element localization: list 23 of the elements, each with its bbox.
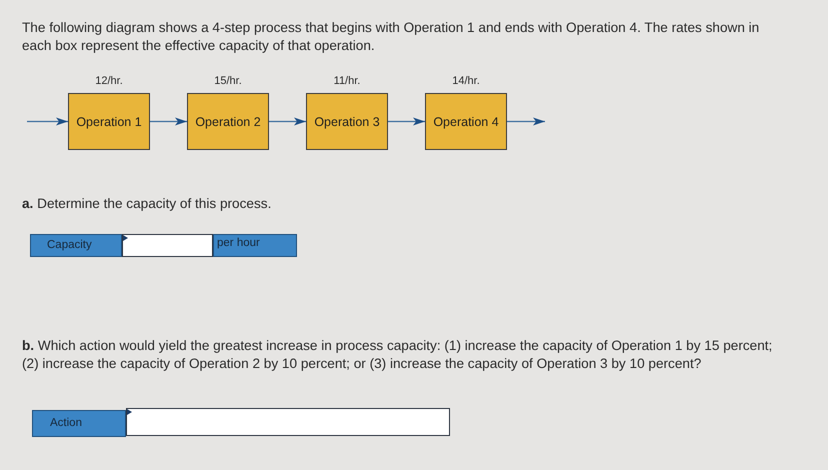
unit-label: per hour [213,234,297,257]
intro-text: The following diagram shows a 4-step process that begins with Operation 1 and ends with Operation 4. The rates shown in each box represent the effective capacity of that operation. [22,19,760,55]
arrow [269,118,306,126]
process-box [187,93,269,150]
process-box [425,93,507,150]
process-box [68,93,150,150]
arrow [27,118,68,126]
operation-label: Operation 2 [195,114,261,128]
operation-label: Operation 3 [314,114,380,128]
arrow [507,118,545,126]
operation-label: Operation 1 [76,114,142,128]
rate-label: 15/hr. [213,75,243,87]
question-text: b. Which action would yield the greatest increase in process capacity: (1) increase the capacity of Operation 1 by 15 percent; (2) increase the capacity of Operation 2 by 10 percent; or (3) increase the capacity of Operation 3 by 10 percent? [22,337,774,373]
field-label: Action [32,410,126,437]
rate-label: 11/hr. [332,75,362,87]
field-label: Capacity [30,234,122,257]
question-text: a. Determine the capacity of this process. [22,195,272,213]
arrow [150,118,187,126]
process-box [306,93,388,150]
operation-label: Operation 4 [433,114,499,128]
rate-label: 12/hr. [94,75,124,87]
rate-label: 14/hr. [451,75,481,87]
arrow [388,118,425,126]
